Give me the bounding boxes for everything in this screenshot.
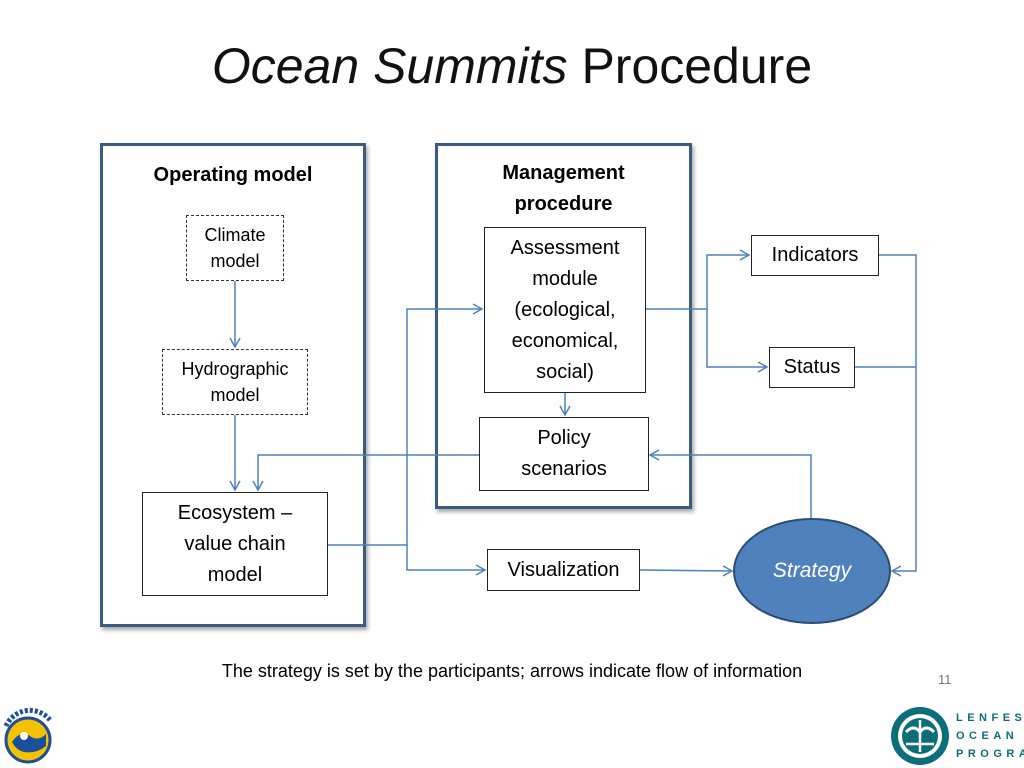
status-box: Status xyxy=(769,347,855,388)
arrow-assessment-to-status xyxy=(706,309,769,373)
sea-around-us-logo-icon xyxy=(3,707,52,764)
hydrographic-model-box: Hydrographic model xyxy=(162,349,308,415)
strategy-label: Strategy xyxy=(772,559,852,582)
ecosystem-line-2: value chain xyxy=(184,532,286,555)
hydrographic-line-1: Hydrographic xyxy=(181,359,289,379)
climate-line-2: model xyxy=(210,251,260,271)
ecosystem-value-chain-box: Ecosystem – value chain model xyxy=(142,492,328,596)
page-number: 11 xyxy=(938,672,952,687)
assessment-line-2: module xyxy=(532,267,598,290)
policy-line-1: Policy xyxy=(537,427,591,449)
indicators-label: Indicators xyxy=(771,244,859,266)
assessment-module-box: Assessment module (ecological, economica… xyxy=(484,227,646,393)
policy-line-2: scenarios xyxy=(521,458,607,480)
arrow-strategy-to-policy xyxy=(648,449,812,520)
caption: The strategy is set by the participants;… xyxy=(221,661,803,681)
visualization-label: Visualization xyxy=(507,558,620,581)
ecosystem-line-3: model xyxy=(207,563,263,586)
indicators-box: Indicators xyxy=(751,235,879,276)
title-italic: Ocean Summits xyxy=(211,38,568,94)
climate-line-1: Climate xyxy=(204,225,266,245)
operating-model-heading: Operating model xyxy=(153,164,313,186)
assessment-line-1: Assessment xyxy=(510,236,620,259)
lenfest-ocean-program-logo-icon xyxy=(891,707,949,765)
arrow-policy-to-ecosystem xyxy=(252,454,479,492)
arrow-visualization-to-strategy xyxy=(639,565,734,577)
lenfest-line-1: LENFEST xyxy=(956,712,1024,724)
management-procedure-heading: Management procedure xyxy=(438,158,689,220)
assessment-line-4: economical, xyxy=(511,329,619,352)
ecosystem-line-1: Ecosystem – xyxy=(177,501,293,524)
arrow-ecosystem-to-assessment xyxy=(327,303,484,546)
assessment-line-3: (ecological, xyxy=(514,298,616,321)
visualization-box: Visualization xyxy=(487,549,640,591)
strategy-ellipse: Strategy xyxy=(733,518,891,624)
title-rest: Procedure xyxy=(581,38,813,94)
management-heading-line-2: procedure xyxy=(514,193,613,215)
hydrographic-line-2: model xyxy=(210,385,260,405)
lenfest-line-3: PROGRAM xyxy=(956,748,1024,760)
arrow-assessment-to-indicators xyxy=(645,249,751,310)
climate-model-box: Climate model xyxy=(186,215,284,281)
arrow-indicators-to-strategy xyxy=(879,254,917,577)
assessment-line-5: social) xyxy=(536,360,594,383)
page-title: Ocean Summits Procedure xyxy=(0,34,1024,98)
lenfest-line-2: OCEAN xyxy=(956,730,1019,742)
status-label: Status xyxy=(783,356,841,378)
policy-scenarios-box: Policy scenarios xyxy=(479,417,649,491)
arrow-ecosystem-to-visualization xyxy=(406,545,487,576)
management-heading-line-1: Management xyxy=(502,162,625,184)
